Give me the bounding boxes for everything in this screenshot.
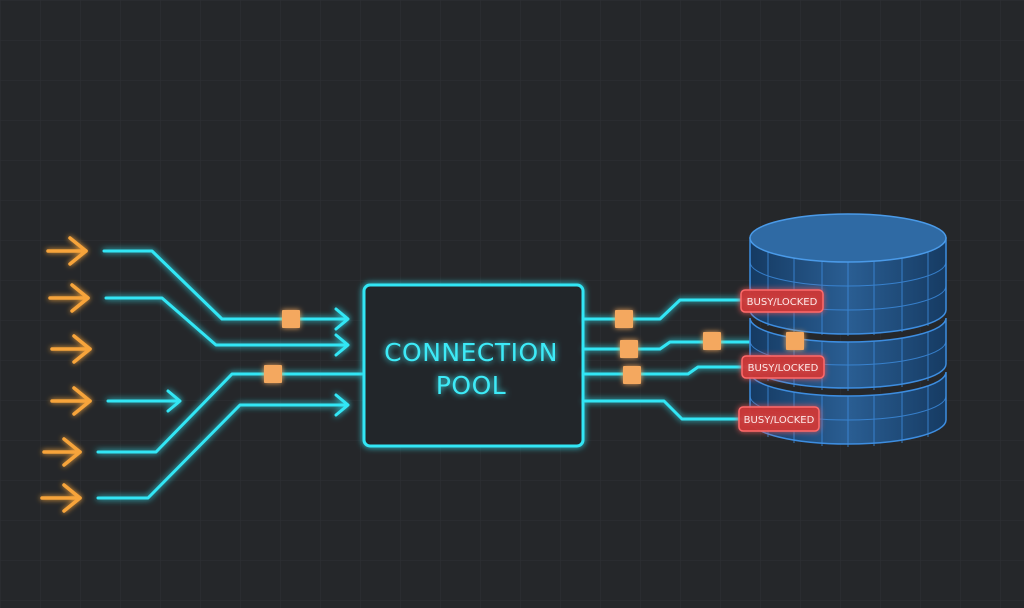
locked-badge: BUSY/LOCKED bbox=[740, 289, 824, 313]
locked-badge: BUSY/LOCKED bbox=[738, 406, 820, 432]
pool-label-line1: CONNECTION bbox=[384, 338, 558, 367]
data-packet bbox=[623, 366, 641, 384]
data-packet bbox=[620, 340, 638, 358]
request-arrow-icon bbox=[50, 386, 92, 416]
client-line bbox=[96, 403, 348, 500]
client-line bbox=[96, 372, 364, 454]
line-arrowhead bbox=[334, 393, 350, 417]
locked-badge: BUSY/LOCKED bbox=[741, 355, 825, 379]
request-arrow-icon bbox=[40, 483, 82, 513]
line-arrowhead bbox=[166, 389, 182, 413]
locked-badges: BUSY/LOCKED BUSY/LOCKED BUSY/LOCKED bbox=[738, 289, 825, 432]
client-connections bbox=[96, 249, 364, 500]
db-grid bbox=[749, 252, 947, 447]
pool-label-line2: POOL bbox=[436, 371, 506, 400]
db-top-cap bbox=[749, 213, 947, 263]
locked-badge-label: BUSY/LOCKED bbox=[747, 297, 818, 308]
locked-badge-label: BUSY/LOCKED bbox=[744, 415, 815, 426]
client-line bbox=[104, 296, 348, 347]
data-packet bbox=[264, 365, 282, 383]
connection-pool: CONNECTION POOL bbox=[362, 283, 585, 448]
line-arrowhead bbox=[334, 307, 350, 331]
incoming-requests bbox=[40, 236, 92, 513]
line-arrowhead bbox=[334, 333, 350, 357]
request-arrow-icon bbox=[48, 283, 90, 313]
request-arrow-icon bbox=[46, 236, 88, 266]
locked-badge-label: BUSY/LOCKED bbox=[748, 363, 819, 374]
data-packet bbox=[615, 310, 633, 328]
request-arrow-icon bbox=[50, 334, 92, 364]
data-packets bbox=[264, 310, 804, 384]
db-line bbox=[583, 399, 744, 421]
data-packet bbox=[703, 332, 721, 350]
pool-box bbox=[362, 283, 585, 448]
request-arrow-icon bbox=[42, 437, 82, 467]
data-packet bbox=[282, 310, 300, 328]
data-packet bbox=[786, 332, 804, 350]
